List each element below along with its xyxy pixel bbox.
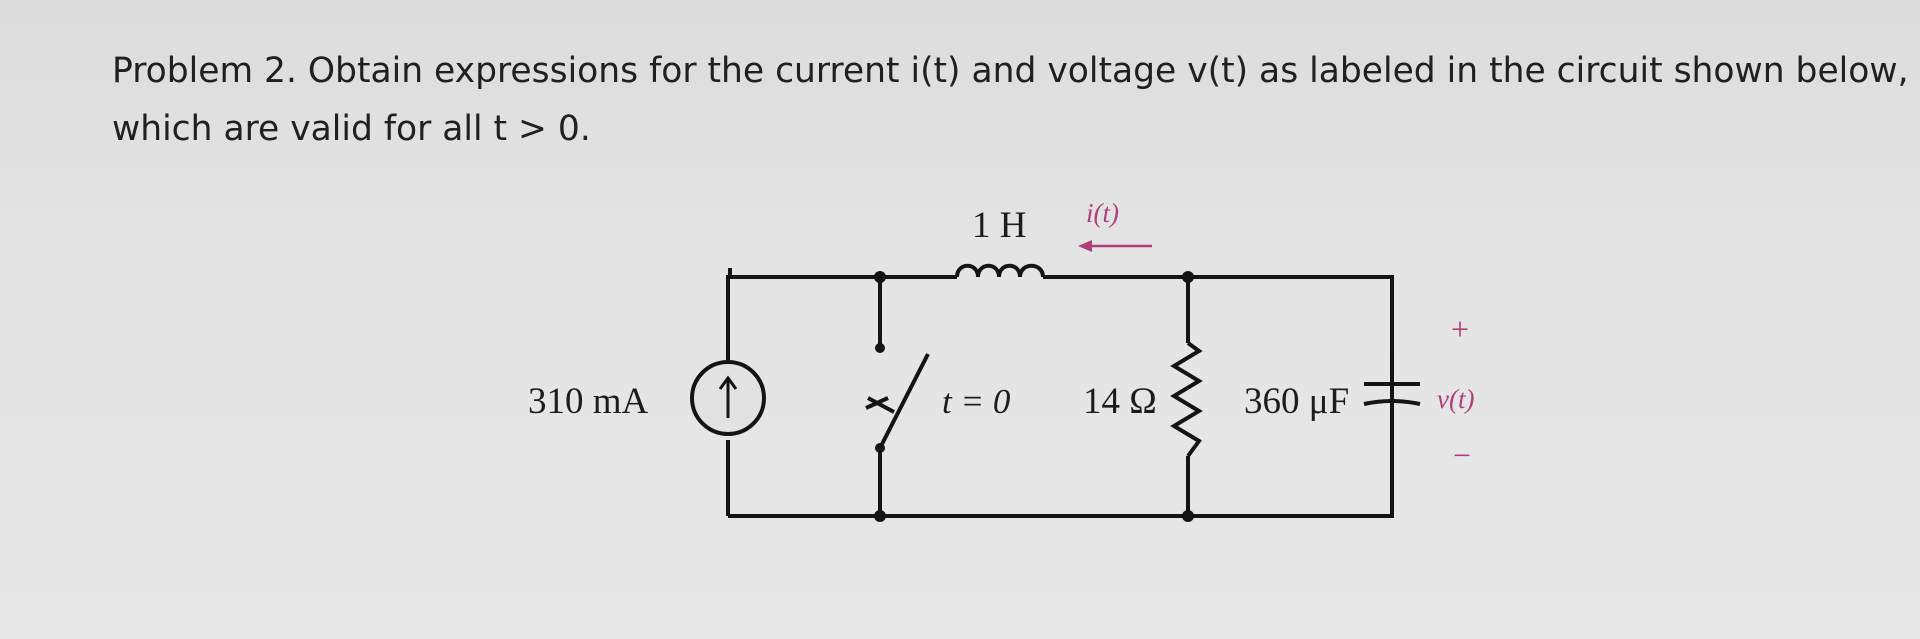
switch-label: t = 0 [942,382,1011,421]
voltage-label: v(t) [1437,384,1474,414]
current-source [690,360,766,436]
arrow-up-icon [718,375,738,418]
problem-line-2: which are valid for all t > 0. [112,109,591,149]
resistor-label: 14 Ω [1083,381,1157,422]
voltage-minus: − [1453,437,1471,473]
problem-line-1: Problem 2. Obtain expressions for the cu… [112,51,1909,91]
capacitor [1363,382,1421,406]
junction-dot [1182,510,1194,522]
junction-dot [874,510,886,522]
inductor-label: 1 H [972,205,1026,246]
source-label: 310 mA [528,381,649,422]
problem-statement: Problem 2. Obtain expressions for the cu… [112,42,1909,158]
voltage-plus: + [1451,311,1469,347]
switch-contact-top [875,343,885,353]
resistor [1170,341,1203,458]
current-arrow-icon [1078,240,1152,252]
switch-contact-bottom [875,443,885,453]
inductor [955,262,1045,282]
capacitor-label: 360 μF [1244,381,1349,422]
junction-dot [1182,271,1194,283]
current-label: i(t) [1086,198,1119,228]
junction-dot [874,271,886,283]
wire-bottom [728,275,1394,518]
switch [865,353,930,449]
